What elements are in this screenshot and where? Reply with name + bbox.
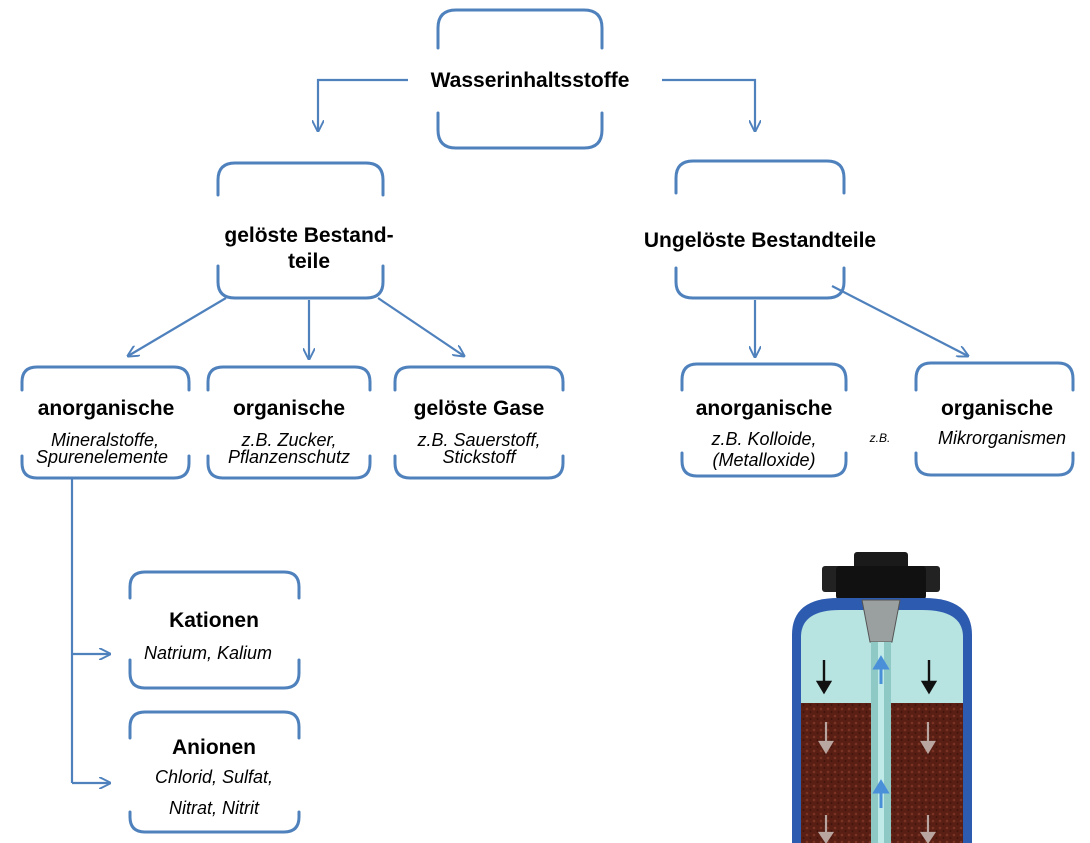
arrow-undissolved-to-org xyxy=(831,285,968,356)
frame-org-top xyxy=(206,365,372,392)
tank-distributor xyxy=(861,599,901,643)
frame-gas-bottom xyxy=(393,454,565,480)
node-anionen-example2: Nitrat, Nitrit xyxy=(169,798,259,818)
frame-u-org-bottom xyxy=(914,451,1075,477)
frame-root-top xyxy=(436,8,604,50)
frame-root-bottom xyxy=(436,111,604,150)
node-kationen-example: Natrium, Kalium xyxy=(143,643,273,663)
frame-dissolved-bottom xyxy=(216,264,385,300)
node-gas-example2: Stickstoff xyxy=(442,447,516,467)
connector-arrows xyxy=(70,78,968,783)
water-filter-tank-illustration xyxy=(792,552,972,843)
frame-an-bottom xyxy=(128,810,301,834)
node-anorg-example1: Mineralstoffe, xyxy=(50,430,160,450)
node-dissolved-line2: teile xyxy=(287,250,331,273)
node-anorg-title: anorganische xyxy=(37,397,175,420)
flow-up-arrows xyxy=(872,655,890,808)
flow-down-arrows-media xyxy=(817,722,937,843)
node-gas-title: gelöste Gase xyxy=(413,397,545,420)
frame-u-anorg-bottom xyxy=(680,451,848,478)
node-u-org-example1: Mikrorganismen xyxy=(937,428,1067,448)
node-u-anorg-title: anorganische xyxy=(695,397,833,420)
node-anionen-title: Anionen xyxy=(172,736,256,759)
frame-kat-bottom xyxy=(128,658,301,690)
node-org-example1: z.B. Zucker, xyxy=(241,430,337,450)
frame-org-bottom xyxy=(206,454,372,480)
node-u-anorg-example2: (Metalloxide) xyxy=(712,450,816,470)
node-frames xyxy=(20,8,1075,834)
node-u-org-prefix: z.B. xyxy=(869,431,891,445)
node-org-title: organische xyxy=(232,397,346,420)
tank-cap-body xyxy=(836,566,926,600)
frame-u-anorg-top xyxy=(680,362,848,392)
node-org-example2: Pflanzenschutz xyxy=(227,447,351,467)
frame-u-org-top xyxy=(914,361,1075,392)
frame-undissolved-top xyxy=(674,159,846,195)
arrow-root-to-undissolved xyxy=(662,78,755,131)
node-dissolved-line1: gelöste Bestand- xyxy=(224,224,394,247)
node-gas-example1: z.B. Sauerstoff, xyxy=(417,430,541,450)
arrow-root-to-dissolved xyxy=(318,78,408,131)
frame-anorg-top xyxy=(20,365,191,392)
node-kationen-title: Kationen xyxy=(169,609,259,632)
arrow-dissolved-to-gas xyxy=(377,297,464,356)
frame-gas-top xyxy=(393,365,565,392)
frame-an-top xyxy=(128,710,301,740)
arrow-dissolved-to-anorg xyxy=(128,297,227,356)
frame-dissolved-top xyxy=(216,161,385,197)
node-u-anorg-example1: z.B. Kolloide, xyxy=(711,429,817,449)
node-root-title: Wasserinhaltsstoffe xyxy=(430,69,630,92)
node-undissolved-title: Ungelöste Bestandteile xyxy=(643,229,877,252)
frame-kat-top xyxy=(128,570,301,600)
node-u-org-title: organische xyxy=(940,397,1054,420)
frame-anorg-bottom xyxy=(20,454,191,480)
frame-undissolved-bottom xyxy=(674,266,846,300)
flow-down-arrows xyxy=(815,660,938,695)
node-anorg-example2: Spurenelemente xyxy=(35,447,169,467)
node-anionen-example1: Chlorid, Sulfat, xyxy=(154,767,274,787)
